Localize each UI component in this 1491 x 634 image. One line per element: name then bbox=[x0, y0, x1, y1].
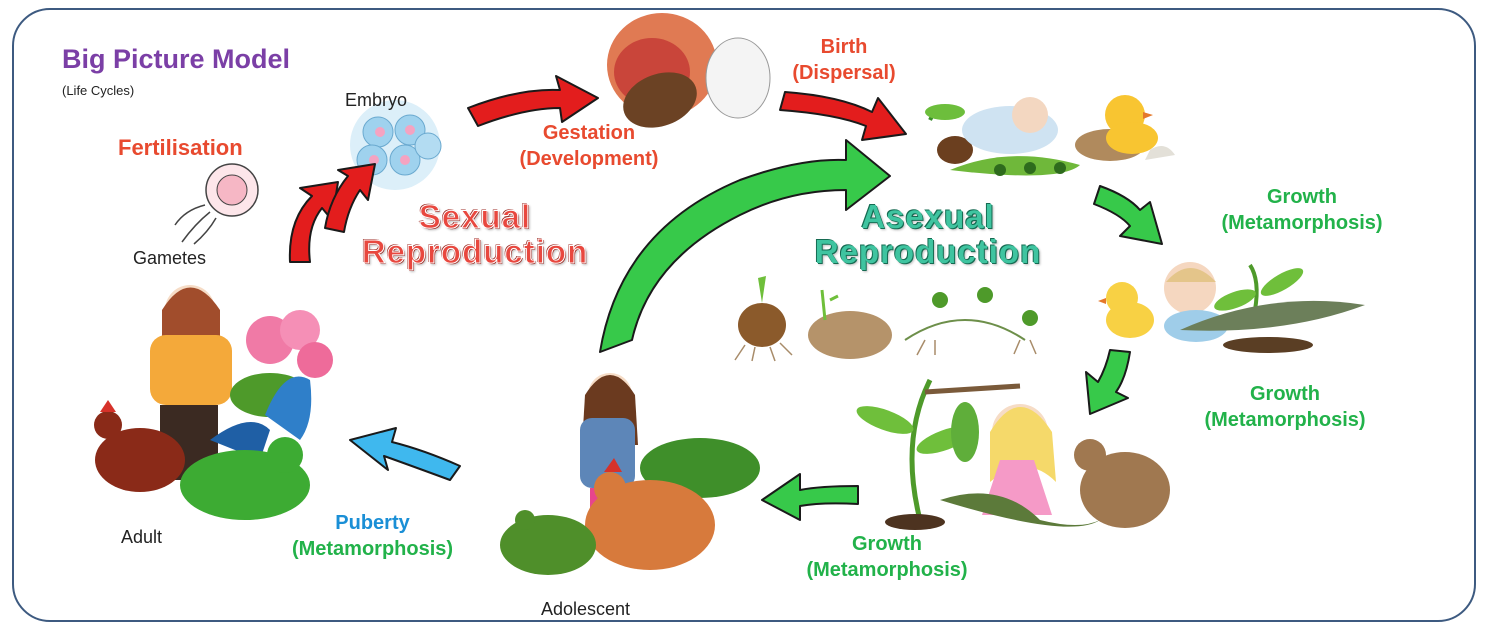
sexual-line-2: Reproduction bbox=[330, 235, 620, 270]
growth-3-line-2: (Metamorphosis) bbox=[757, 557, 1017, 583]
label-growth-2: Growth (Metamorphosis) bbox=[1155, 381, 1415, 433]
asexual-line-1: Asexual bbox=[778, 200, 1078, 235]
birth-line-2: (Dispersal) bbox=[784, 60, 904, 86]
label-gestation: Gestation (Development) bbox=[474, 120, 704, 172]
arrow-puberty bbox=[350, 428, 460, 480]
growth-1-line-1: Growth bbox=[1172, 184, 1432, 210]
stage-adolescent: Adolescent bbox=[541, 600, 630, 618]
arrow-growth-3 bbox=[762, 474, 858, 520]
asexual-reproduction-heading: Asexual Reproduction bbox=[778, 200, 1078, 269]
arrow-growth-1 bbox=[1094, 186, 1162, 244]
diagram-title: Big Picture Model bbox=[62, 46, 290, 73]
sexual-line-1: Sexual bbox=[330, 200, 620, 235]
arrow-birth bbox=[780, 92, 906, 140]
label-fertilisation: Fertilisation bbox=[118, 134, 243, 163]
growth-3-line-1: Growth bbox=[757, 531, 1017, 557]
stage-adult: Adult bbox=[121, 528, 162, 546]
growth-2-line-2: (Metamorphosis) bbox=[1155, 407, 1415, 433]
arrow-growth-2 bbox=[1086, 350, 1130, 414]
asexual-line-2: Reproduction bbox=[778, 235, 1078, 270]
growth-2-line-1: Growth bbox=[1155, 381, 1415, 407]
label-growth-1: Growth (Metamorphosis) bbox=[1172, 184, 1432, 236]
label-growth-3: Growth (Metamorphosis) bbox=[757, 531, 1017, 583]
growth-1-line-2: (Metamorphosis) bbox=[1172, 210, 1432, 236]
puberty-line-2: (Metamorphosis) bbox=[240, 536, 505, 562]
label-puberty: Puberty (Metamorphosis) bbox=[240, 510, 505, 562]
arrow-gestation bbox=[468, 76, 598, 126]
birth-line-1: Birth bbox=[784, 34, 904, 60]
diagram-subtitle: (Life Cycles) bbox=[62, 84, 134, 97]
gestation-line-1: Gestation bbox=[474, 120, 704, 146]
stage-embryo: Embryo bbox=[345, 91, 407, 109]
puberty-line-1: Puberty bbox=[240, 510, 505, 536]
stage-gametes: Gametes bbox=[133, 249, 206, 267]
gestation-line-2: (Development) bbox=[474, 146, 704, 172]
label-birth: Birth (Dispersal) bbox=[784, 34, 904, 86]
sexual-reproduction-heading: Sexual Reproduction bbox=[330, 200, 620, 269]
